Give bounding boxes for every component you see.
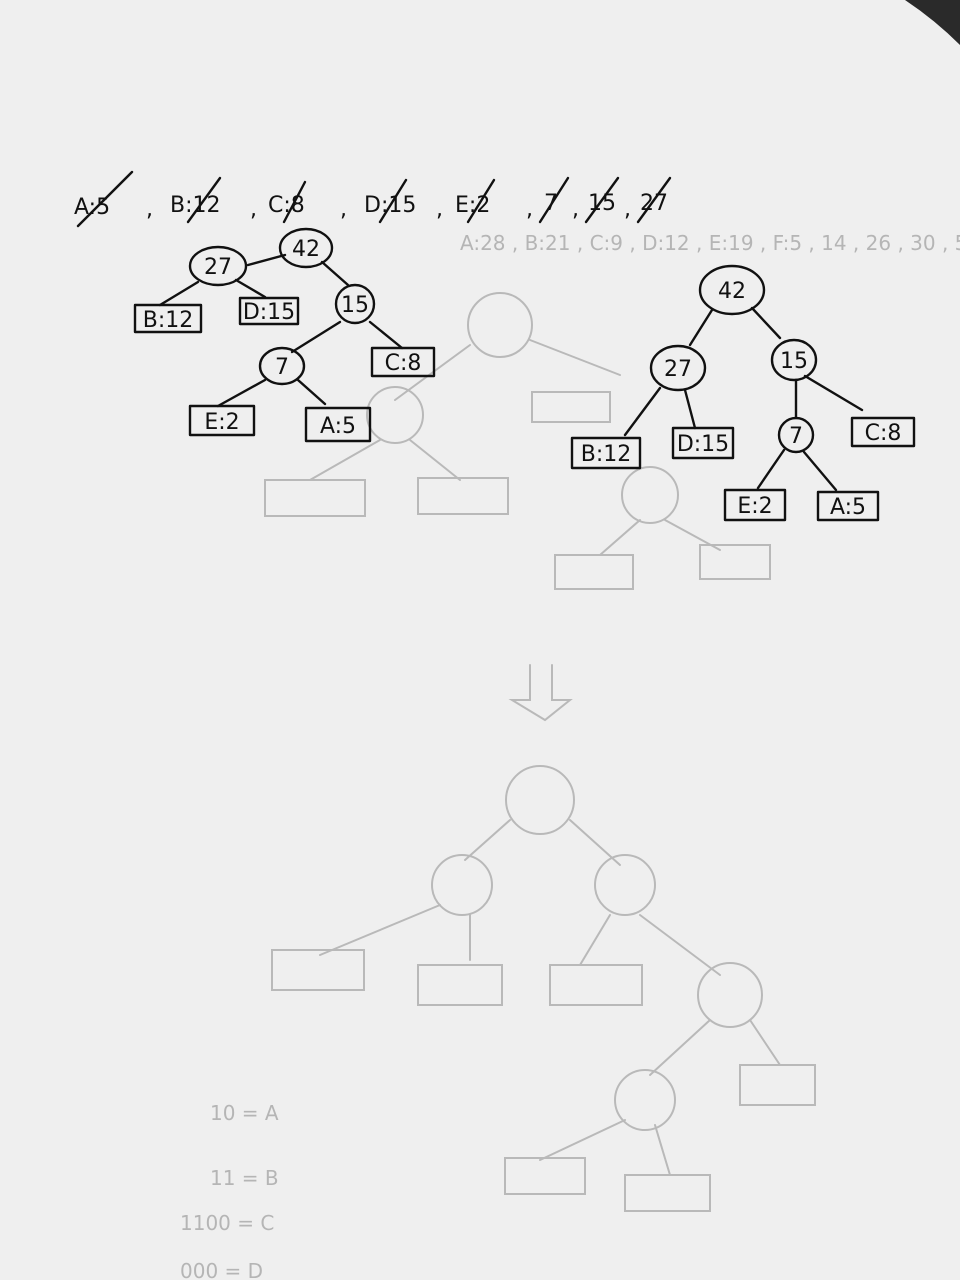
bleed-through-marks: A:28 , B:21 , C:9 , D:12 , E:19 , F:5 , …	[180, 231, 960, 1280]
node-27	[188, 245, 248, 287]
svg-text:27: 27	[204, 255, 232, 280]
node-7	[258, 346, 306, 386]
frequency-list: A:5 , B:12 , C:8 , D:15 , E:2 , 7 , 15 ,…	[74, 170, 672, 228]
svg-text:A:5: A:5	[830, 495, 866, 520]
svg-text:,: ,	[572, 197, 579, 222]
leaf-d	[238, 296, 300, 326]
svg-text:000 = D: 000 = D	[180, 1259, 263, 1280]
leaf-b	[133, 303, 203, 334]
svg-text:,: ,	[624, 197, 631, 222]
leaf-b	[570, 436, 642, 470]
svg-text:42: 42	[292, 237, 320, 262]
svg-text:27: 27	[664, 357, 692, 382]
node-42	[278, 227, 334, 269]
svg-text:1100 = C: 1100 = C	[180, 1211, 274, 1235]
node-42	[698, 264, 766, 316]
svg-text:E:2: E:2	[737, 494, 772, 519]
svg-text:,: ,	[436, 197, 443, 222]
svg-text:A:5: A:5	[320, 414, 356, 439]
freq-c: C:8	[268, 193, 305, 218]
node-7	[777, 416, 815, 454]
svg-text:,: ,	[340, 197, 347, 222]
huffman-tree-final: 42 27 15 7 B:12 D:15 C:8 E:2 A:5	[570, 264, 916, 522]
leaf-d	[671, 426, 735, 460]
svg-text:C:8: C:8	[865, 421, 902, 446]
svg-text:C:8: C:8	[385, 351, 422, 376]
svg-text:15: 15	[780, 349, 808, 374]
svg-text:A:28 , B:21 , C:9 , D:12 , E:1: A:28 , B:21 , C:9 , D:12 , E:19 , F:5 , …	[460, 231, 960, 255]
node-15	[334, 283, 376, 325]
leaf-a	[816, 490, 880, 522]
leaf-a	[304, 406, 372, 443]
leaf-e	[723, 488, 787, 522]
node-15	[770, 338, 818, 382]
svg-text:7: 7	[789, 424, 803, 449]
freq-b: B:12	[170, 193, 221, 218]
svg-text:42: 42	[718, 279, 746, 304]
svg-text:15: 15	[341, 293, 369, 318]
svg-text:D:15: D:15	[243, 300, 295, 325]
svg-text:D:15: D:15	[677, 432, 729, 457]
node-27	[649, 344, 707, 392]
huffman-tree-draft: 27 42 15 7 B:12 D:15 C:8 E:2 A:5	[133, 227, 436, 443]
svg-text:,: ,	[250, 197, 257, 222]
leaf-c	[850, 416, 916, 448]
svg-text:,: ,	[526, 197, 533, 222]
svg-text:E:2: E:2	[204, 410, 239, 435]
svg-text:B:12: B:12	[581, 442, 632, 467]
svg-text:B:12: B:12	[143, 308, 194, 333]
leaf-e	[188, 404, 256, 437]
svg-text:7: 7	[275, 355, 289, 380]
svg-text:10 = A: 10 = A	[210, 1101, 279, 1125]
svg-text:,: ,	[146, 197, 153, 222]
leaf-c	[370, 346, 436, 378]
svg-text:11 = B: 11 = B	[210, 1166, 279, 1190]
